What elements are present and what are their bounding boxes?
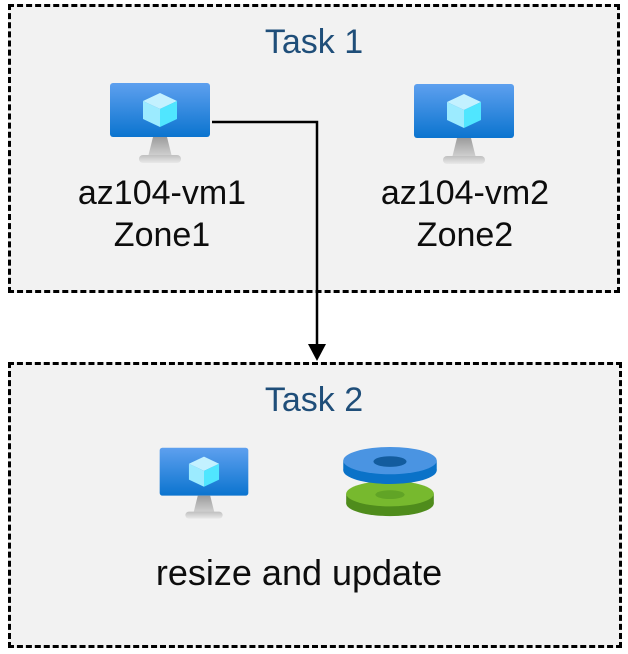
vm-stand [452,138,476,158]
vm-base [443,156,485,164]
disk-green [346,481,434,517]
virtual-machine-icon [159,447,249,519]
vm-stand [193,495,215,514]
task2-title: Task 2 [264,381,364,419]
disk-blue [343,446,437,484]
cube-glyph [188,456,220,487]
task2-caption: resize and update [155,552,443,593]
task2-box [8,362,622,648]
vm1-zone: Zone1 [113,216,211,254]
arrowhead-icon [308,344,326,361]
virtual-machine-icon [110,83,210,163]
cube-glyph [447,94,481,128]
cube-glyph [143,93,177,127]
disks-icon [343,446,437,517]
virtual-machine-icon [414,84,514,164]
vm1-label: az104-vm1 Zone1 [42,172,282,256]
vm-base [185,511,223,519]
vm2-name: az104-vm2 [380,174,550,212]
vm1-name: az104-vm1 [77,174,247,212]
vm-base [139,155,181,163]
task1-title: Task 1 [264,23,364,61]
vm2-zone: Zone2 [416,216,514,254]
vm2-label: az104-vm2 Zone2 [345,172,585,256]
vm-stand [148,137,172,157]
